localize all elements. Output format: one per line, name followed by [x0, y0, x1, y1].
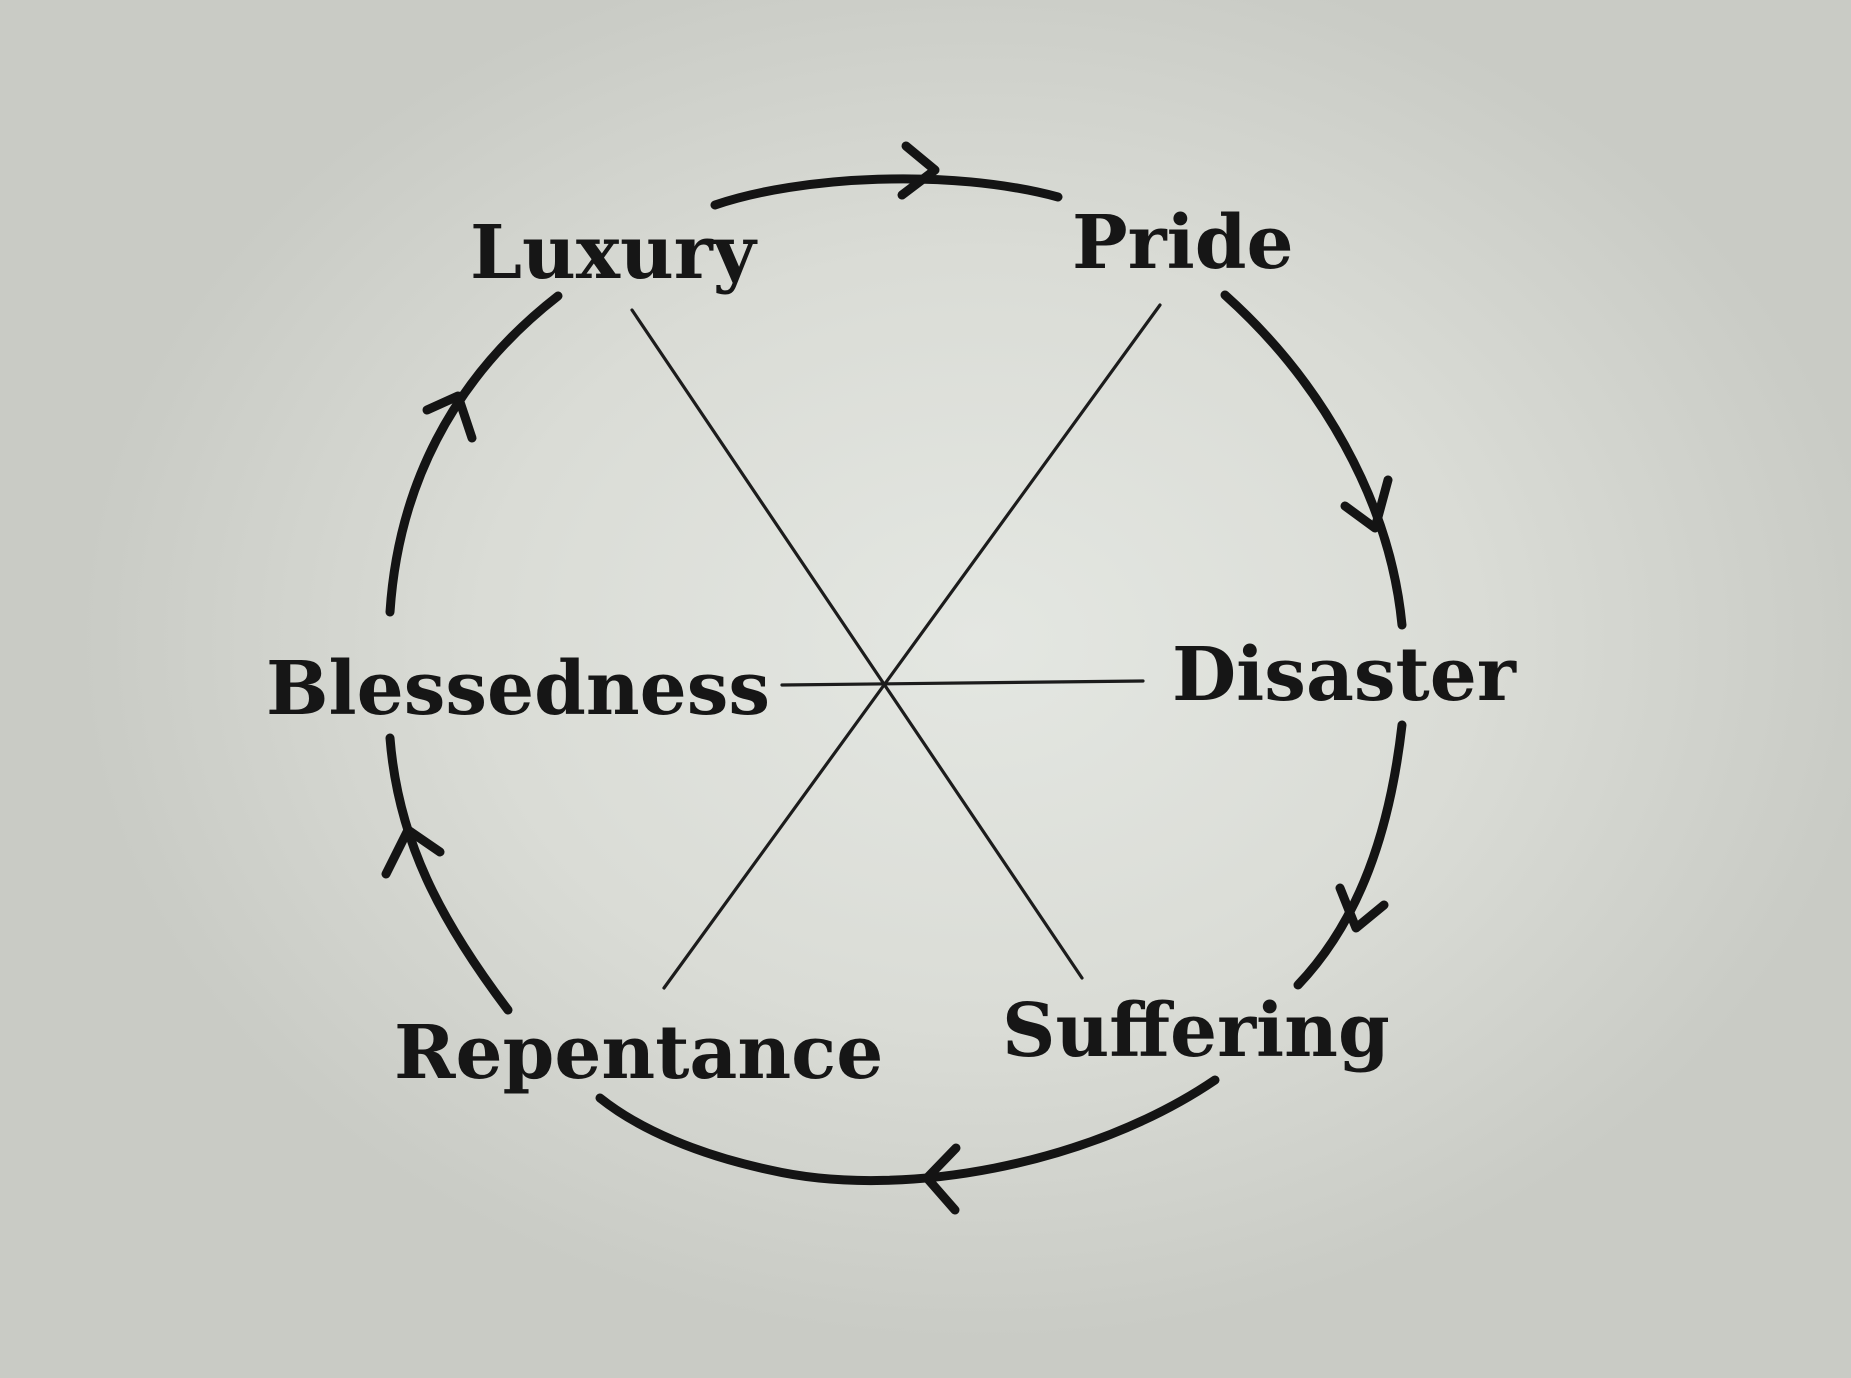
- cross-link-pride-repentance: [662, 303, 1162, 990]
- arc-blessedness-to-luxury: [385, 291, 563, 617]
- arrowhead-repentance-to-blessedness: [381, 825, 445, 879]
- cross-link-blessedness-disaster: [780, 679, 1145, 687]
- node-label-repentance: Repentance: [394, 1010, 883, 1096]
- arc-repentance-to-blessedness: [385, 733, 513, 1015]
- node-label-blessedness: Blessedness: [266, 646, 770, 732]
- arrowhead-pride-to-disaster: [1340, 475, 1393, 533]
- arrowhead-suffering-to-repentance: [922, 1143, 961, 1215]
- cycle-arcs: [385, 174, 1407, 1186]
- arrowhead-disaster-to-suffering: [1335, 883, 1389, 933]
- arc-luxury-to-pride: [710, 174, 1063, 210]
- arc-disaster-to-suffering: [1293, 720, 1407, 990]
- node-label-disaster: Disaster: [1172, 632, 1517, 718]
- arrowhead-blessedness-to-luxury: [422, 391, 477, 443]
- node-label-pride: Pride: [1072, 200, 1294, 286]
- cross-link-luxury-suffering: [630, 308, 1084, 980]
- cycle-arrowheads: [381, 141, 1393, 1215]
- node-label-luxury: Luxury: [470, 210, 758, 296]
- cross-links: [630, 303, 1162, 990]
- arrowhead-luxury-to-pride: [897, 141, 940, 200]
- node-labels: Luxury Pride Disaster Suffering Repentan…: [266, 200, 1517, 1096]
- arc-suffering-to-repentance: [595, 1075, 1220, 1186]
- node-label-suffering: Suffering: [1002, 988, 1390, 1074]
- arc-pride-to-disaster: [1220, 290, 1407, 630]
